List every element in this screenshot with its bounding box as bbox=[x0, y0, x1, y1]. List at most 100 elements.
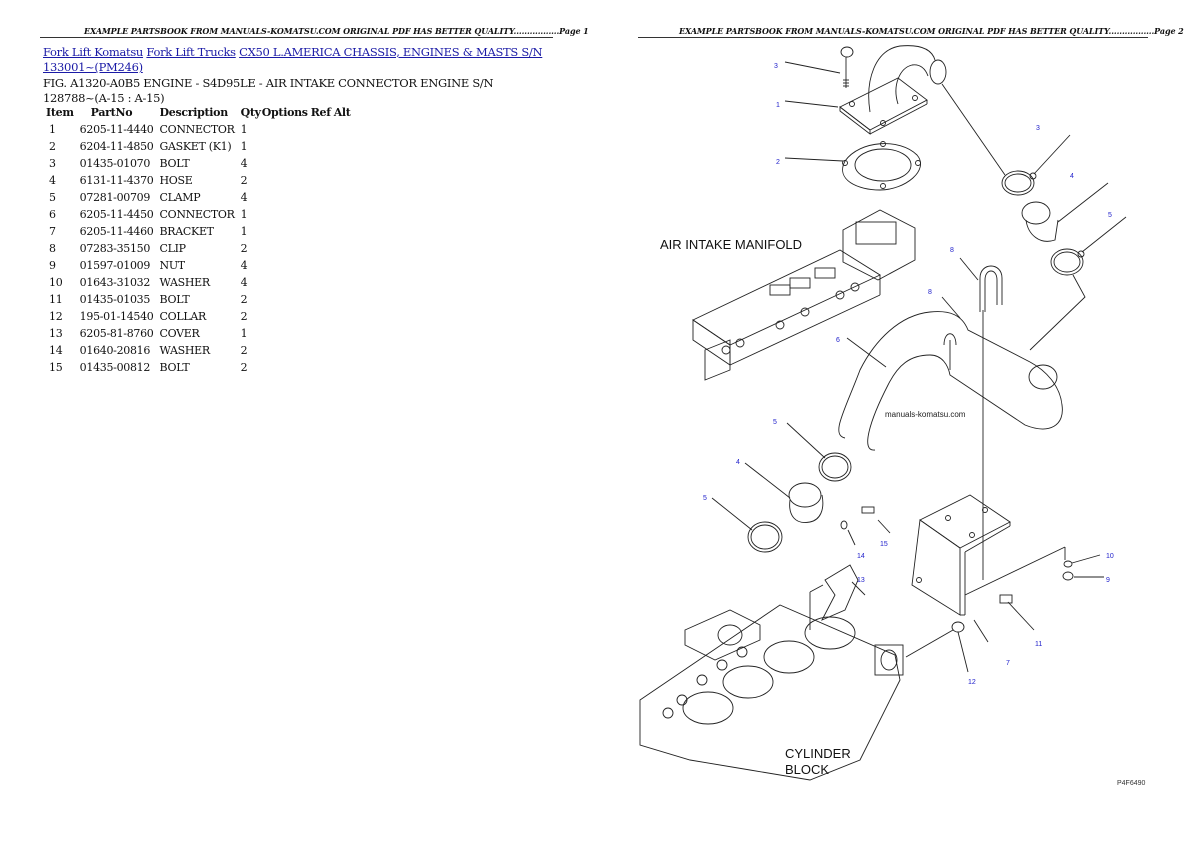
column-header-description: Description bbox=[159, 105, 229, 119]
callout-5: 5 bbox=[773, 419, 777, 426]
cell-qty: 4 bbox=[240, 276, 248, 289]
cell-qty: 2 bbox=[240, 344, 248, 357]
cell-options bbox=[261, 172, 311, 189]
cell-partno: 01435-01035 bbox=[79, 293, 151, 306]
callout-5: 5 bbox=[1108, 212, 1112, 219]
cell-alt bbox=[334, 172, 354, 189]
cell-alt bbox=[334, 274, 354, 291]
clip-icon bbox=[979, 265, 1003, 312]
cell-item: 13 bbox=[49, 327, 63, 340]
cell-ref bbox=[311, 274, 334, 291]
bolt-icon bbox=[840, 46, 854, 88]
cell-item: 12 bbox=[49, 310, 63, 323]
page-1: EXAMPLE PARTSBOOK FROM MANUALS-KOMATSU.C… bbox=[40, 26, 589, 376]
cell-partno: 07281-00709 bbox=[79, 191, 151, 204]
callout-9: 9 bbox=[1106, 577, 1110, 584]
cell-partno: 01640-20816 bbox=[79, 344, 151, 357]
callout-12: 12 bbox=[968, 679, 976, 686]
parts-table: Item PartNo Description Qty Options Ref … bbox=[43, 104, 354, 376]
cell-alt bbox=[334, 308, 354, 325]
cell-description: WASHER bbox=[159, 344, 211, 357]
cell-ref bbox=[311, 308, 334, 325]
breadcrumb-link-cx50-model[interactable]: CX50 L.AMERICA CHASSIS, ENGINES & MASTS … bbox=[43, 45, 543, 74]
cell-item: 2 bbox=[49, 140, 56, 153]
cell-qty: 1 bbox=[240, 327, 248, 340]
callout-4: 4 bbox=[736, 459, 740, 466]
cell-item: 4 bbox=[49, 174, 56, 187]
cell-options bbox=[261, 223, 311, 240]
cell-options bbox=[261, 189, 311, 206]
cell-options bbox=[261, 274, 311, 291]
cell-description: COLLAR bbox=[159, 310, 207, 323]
column-header-item: Item bbox=[46, 105, 74, 119]
cell-partno: 6205-11-4450 bbox=[79, 208, 154, 221]
cell-alt bbox=[334, 121, 354, 138]
cell-ref bbox=[311, 291, 334, 308]
air-intake-manifold-label: AIR INTAKE MANIFOLD bbox=[660, 237, 802, 252]
clamp-icon bbox=[1001, 170, 1037, 196]
exploded-parts-diagram: AIR INTAKE MANIFOLD manuals-komatsu.com bbox=[630, 40, 1170, 800]
cell-options bbox=[261, 138, 311, 155]
cell-qty: 2 bbox=[240, 174, 248, 187]
breadcrumb-link-fork-lift-komatsu[interactable]: Fork Lift Komatsu bbox=[43, 45, 144, 59]
cell-alt bbox=[334, 291, 354, 308]
callout-10: 10 bbox=[1106, 553, 1114, 560]
cell-alt bbox=[334, 240, 354, 257]
cell-qty: 1 bbox=[240, 123, 248, 136]
breadcrumb: Fork Lift Komatsu Fork Lift Trucks CX50 … bbox=[43, 45, 543, 75]
bracket-icon bbox=[911, 494, 1066, 616]
cell-ref bbox=[311, 206, 334, 223]
header-divider bbox=[638, 37, 1148, 38]
cell-partno: 6131-11-4370 bbox=[79, 174, 154, 187]
cell-ref bbox=[311, 325, 334, 342]
cell-description: BOLT bbox=[159, 157, 190, 170]
cell-item: 8 bbox=[49, 242, 56, 255]
table-header-row: Item PartNo Description Qty Options Ref … bbox=[43, 104, 354, 121]
hose-icon bbox=[1021, 201, 1059, 242]
page-header: EXAMPLE PARTSBOOK FROM MANUALS-KOMATSU.C… bbox=[679, 26, 1184, 36]
figure-title: FIG. A1320-A0B5 ENGINE - S4D95LE - AIR I… bbox=[43, 76, 494, 105]
cell-description: BOLT bbox=[159, 293, 190, 306]
cell-item: 15 bbox=[49, 361, 63, 374]
cell-description: COVER bbox=[159, 327, 200, 340]
cylinder-block-icon bbox=[639, 604, 904, 781]
cell-qty: 2 bbox=[240, 310, 248, 323]
cylinder-block-label-1: CYLINDER bbox=[785, 746, 851, 761]
column-header-qty: Qty bbox=[240, 105, 261, 119]
page-2: EXAMPLE PARTSBOOK FROM MANUALS-KOMATSU.C… bbox=[595, 0, 1190, 842]
callout-5: 5 bbox=[703, 495, 707, 502]
callout-3: 3 bbox=[1036, 125, 1040, 132]
cell-options bbox=[261, 257, 311, 274]
cell-partno: 01643-31032 bbox=[79, 276, 151, 289]
cell-description: CONNECTOR bbox=[159, 123, 235, 136]
cell-ref bbox=[311, 172, 334, 189]
cell-item: 14 bbox=[49, 344, 63, 357]
cell-item: 3 bbox=[49, 157, 56, 170]
cell-ref bbox=[311, 359, 334, 376]
drawing-code: P4F6490 bbox=[1117, 780, 1146, 787]
cell-item: 11 bbox=[49, 293, 63, 306]
column-header-ref: Ref bbox=[310, 105, 331, 119]
cell-qty: 1 bbox=[240, 208, 248, 221]
cell-qty: 4 bbox=[240, 157, 248, 170]
callout-11: 11 bbox=[1035, 641, 1042, 648]
cell-description: CONNECTOR bbox=[159, 208, 235, 221]
callout-2: 2 bbox=[776, 159, 780, 166]
breadcrumb-link-fork-lift-trucks[interactable]: Fork Lift Trucks bbox=[146, 45, 236, 59]
cell-partno: 01597-01009 bbox=[79, 259, 151, 272]
cell-partno: 07283-35150 bbox=[79, 242, 151, 255]
cell-item: 5 bbox=[49, 191, 56, 204]
watermark: manuals-komatsu.com bbox=[885, 410, 966, 419]
cell-item: 7 bbox=[49, 225, 56, 238]
cell-partno: 01435-00812 bbox=[79, 361, 151, 374]
cell-description: WASHER bbox=[159, 276, 211, 289]
